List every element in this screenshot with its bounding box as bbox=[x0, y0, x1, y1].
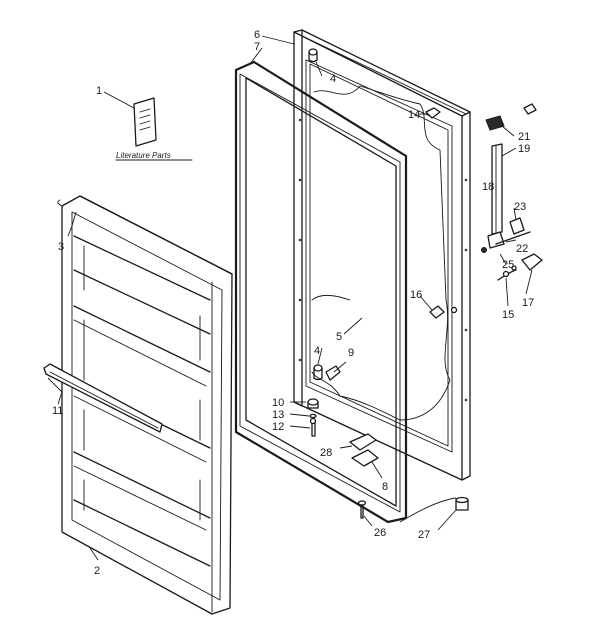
callout-4-upper: 4 bbox=[330, 73, 336, 85]
cabinet-floor-line bbox=[399, 497, 457, 523]
bracket-part bbox=[425, 107, 441, 119]
callout-9: 9 bbox=[348, 347, 354, 359]
callout-8: 8 bbox=[382, 481, 388, 493]
callout-1: 1 bbox=[96, 85, 102, 97]
spacer-part bbox=[429, 305, 458, 319]
callout-19: 19 bbox=[518, 143, 530, 155]
lower-hinge-pin-part bbox=[313, 364, 323, 381]
callout-labels: 1 2 3 4 4 5 6 7 8 9 10 11 12 13 14 15 16… bbox=[52, 29, 534, 577]
callout-15: 15 bbox=[502, 309, 514, 321]
hinge-plate-part bbox=[351, 449, 379, 467]
door-handle-part bbox=[43, 363, 163, 433]
callout-11: 11 bbox=[52, 405, 63, 417]
outer-door-panel-part bbox=[57, 195, 233, 615]
closer-retainer-part bbox=[523, 103, 537, 115]
callout-3: 3 bbox=[58, 241, 64, 253]
callout-12: 12 bbox=[272, 421, 284, 433]
callout-5: 5 bbox=[336, 331, 342, 343]
callout-28: 28 bbox=[320, 447, 332, 459]
callout-27: 27 bbox=[418, 529, 430, 541]
closer-cam-part bbox=[521, 253, 543, 271]
callout-14: 14 bbox=[408, 109, 420, 121]
lower-hinge-bracket-part bbox=[349, 433, 377, 451]
callout-16: 16 bbox=[410, 289, 422, 301]
callout-2: 2 bbox=[94, 565, 100, 577]
callout-13: 13 bbox=[272, 409, 284, 421]
leader-lines bbox=[47, 35, 533, 561]
literature-parts-caption: Literature Parts bbox=[116, 151, 171, 160]
callout-4-lower: 4 bbox=[314, 345, 320, 357]
callout-22: 22 bbox=[516, 243, 528, 255]
leveling-foot-part bbox=[455, 496, 469, 511]
upper-hinge-pin-part bbox=[308, 48, 318, 63]
door-closer-assembly bbox=[481, 103, 543, 281]
hinge-screw-part bbox=[357, 500, 367, 519]
closer-cap-part bbox=[485, 115, 505, 131]
callout-10: 10 bbox=[272, 397, 284, 409]
callout-6: 6 bbox=[254, 29, 260, 41]
closer-bracket-part bbox=[487, 231, 505, 249]
literature-booklet-part bbox=[133, 97, 157, 147]
callout-25: 25 bbox=[502, 259, 514, 271]
callout-7: 7 bbox=[254, 41, 260, 53]
door-frame-part bbox=[293, 29, 471, 481]
callout-17: 17 bbox=[522, 297, 534, 309]
callout-21: 21 bbox=[518, 131, 530, 143]
callout-23: 23 bbox=[514, 201, 526, 213]
hinge-washer-stack bbox=[307, 398, 319, 437]
callout-18: 18 bbox=[482, 181, 494, 193]
clip-part bbox=[325, 365, 341, 381]
callout-26: 26 bbox=[374, 527, 386, 539]
closer-cylinder-part bbox=[491, 143, 503, 235]
